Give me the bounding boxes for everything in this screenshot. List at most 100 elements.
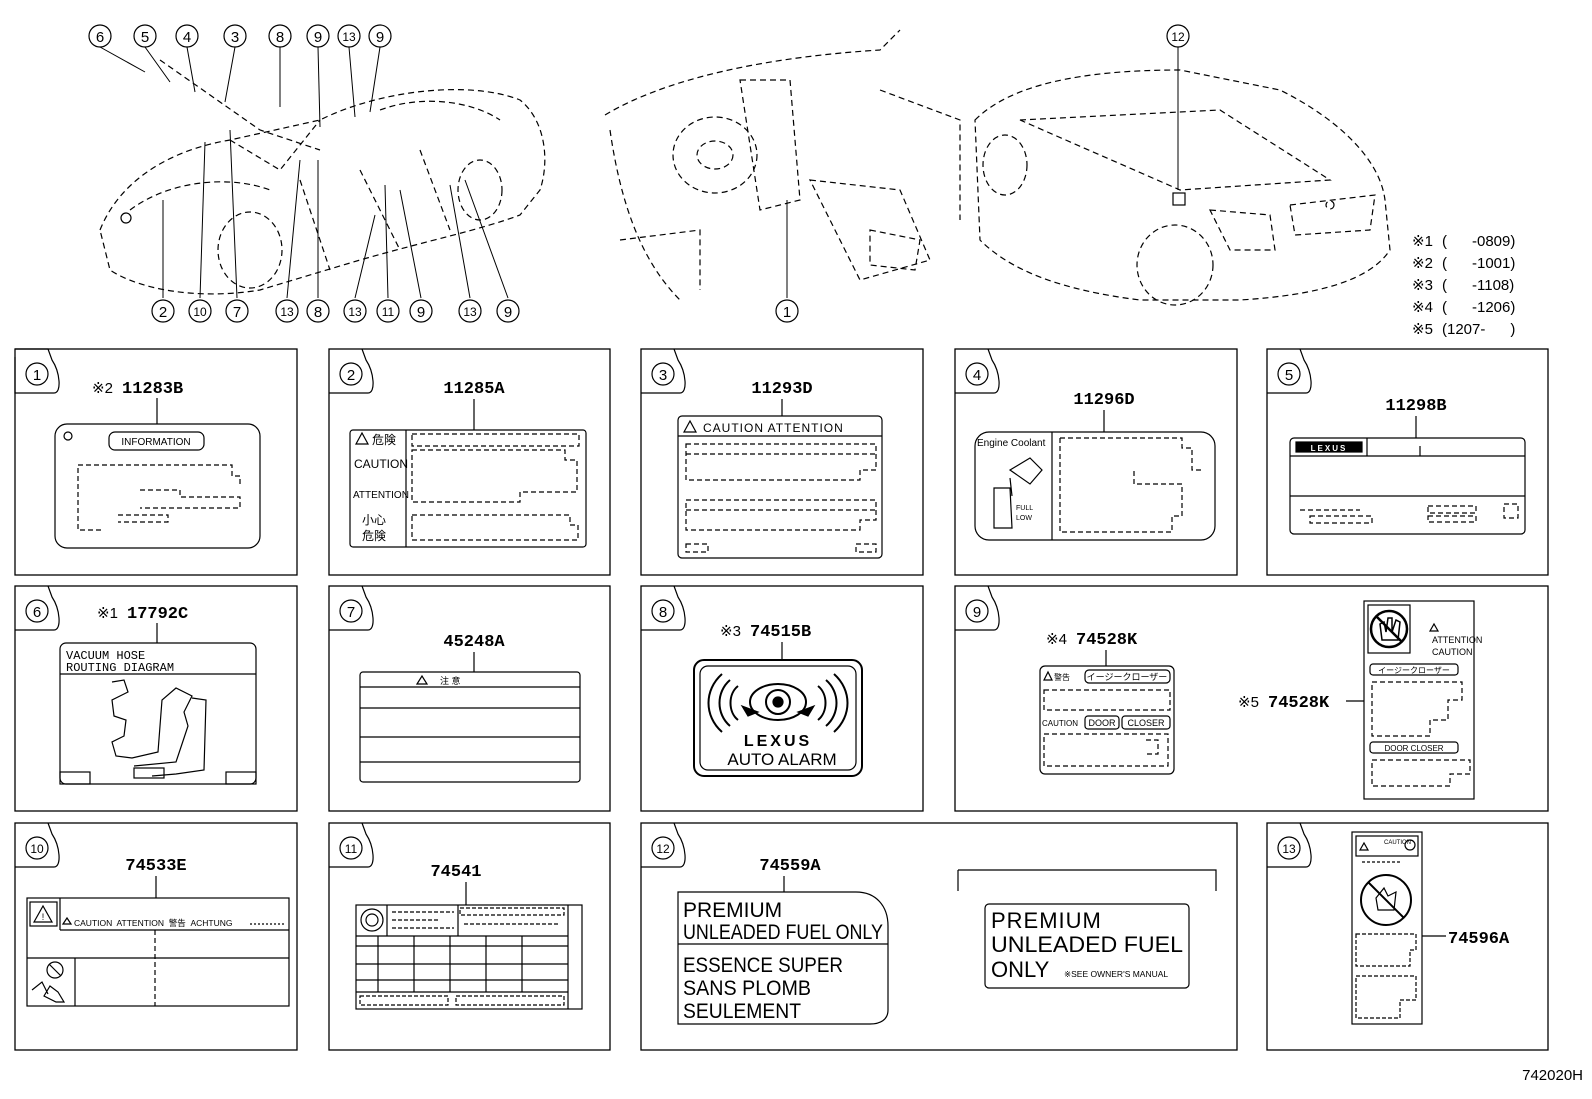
svg-text:※4: ※4 — [1412, 299, 1433, 316]
svg-text:4: 4 — [973, 367, 981, 384]
panel-5-label-11298B: 11298B LEXUS — [1289, 397, 1526, 535]
svg-text:CAUTION: CAUTION — [1384, 840, 1411, 846]
panel-9-label-74528K: ※4 74528K 警告 イージークローザー CAUTION DOOR CLOS… — [1039, 600, 1482, 800]
svg-text:9: 9 — [376, 29, 384, 46]
callout-3: 3 — [223, 24, 247, 48]
svg-text:ONLY: ONLY — [991, 957, 1050, 982]
svg-text:1: 1 — [783, 304, 791, 321]
svg-text:74533E: 74533E — [125, 857, 186, 876]
svg-text:PREMIUM: PREMIUM — [991, 908, 1102, 933]
svg-text:ROUTING DIAGRAM: ROUTING DIAGRAM — [66, 661, 174, 675]
car-rear-view — [974, 69, 1391, 306]
svg-text:13: 13 — [280, 305, 294, 319]
svg-text:CAUTION: CAUTION — [354, 457, 408, 471]
svg-text:小心: 小心 — [362, 513, 386, 527]
callout-4: 4 — [175, 24, 199, 48]
engine-hose-diagram-icon — [111, 679, 207, 779]
callout-13: 13 — [458, 299, 482, 323]
callout-8: 8 — [306, 299, 330, 323]
coolant-pouring-icon: FULL LOW — [993, 457, 1043, 529]
svg-text:危険: 危険 — [362, 529, 386, 543]
svg-text:ATTENTION: ATTENTION — [353, 490, 409, 501]
svg-text:( -0809): ( -0809) — [1442, 233, 1515, 250]
svg-text:( -1108): ( -1108) — [1442, 277, 1514, 294]
no-hand-icon — [1369, 609, 1409, 649]
badge-2: 2 — [329, 348, 374, 394]
callout-13: 13 — [275, 299, 299, 323]
svg-text:CAUTION ATTENTION: CAUTION ATTENTION — [703, 421, 844, 435]
svg-text:Engine Coolant: Engine Coolant — [977, 438, 1046, 449]
callout-7: 7 — [225, 299, 249, 323]
svg-text:危険: 危険 — [372, 433, 396, 447]
svg-text:74559A: 74559A — [759, 857, 821, 876]
badge-4: 4 — [955, 348, 1000, 394]
svg-text:注 意: 注 意 — [440, 675, 461, 686]
svg-text:7: 7 — [347, 604, 355, 621]
svg-text:(1207- ): (1207- ) — [1442, 321, 1515, 338]
badge-7: 7 — [329, 585, 374, 631]
svg-text:UNLEADED FUEL: UNLEADED FUEL — [991, 932, 1183, 957]
svg-text:3: 3 — [231, 29, 239, 46]
top-callouts: 6 5 4 3 8 9 13 9 2 10 7 13 8 13 11 9 13 … — [88, 24, 1190, 323]
panel-12-label-74559A: 74559A PREMIUM UNLEADED FUEL ONLY ESSENC… — [677, 857, 1217, 1025]
svg-text:11285A: 11285A — [443, 380, 505, 399]
callout-6: 6 — [88, 24, 112, 48]
no-sitting-icon — [1360, 874, 1412, 926]
callout-2: 2 — [151, 299, 175, 323]
badge-11: 11 — [329, 822, 374, 868]
svg-text:5: 5 — [141, 29, 149, 46]
svg-text:※2: ※2 — [92, 380, 113, 397]
callout-10: 10 — [188, 299, 212, 323]
tire-pressure-grid — [356, 905, 569, 1009]
svg-text:FULL: FULL — [1016, 505, 1033, 512]
callout-11: 11 — [376, 299, 400, 323]
svg-text:※3: ※3 — [720, 623, 741, 640]
svg-text:8: 8 — [314, 304, 322, 321]
no-child-icon — [31, 961, 66, 1003]
svg-text:( -1001): ( -1001) — [1442, 255, 1515, 272]
panel-1-label-11283B: ※2 11283B INFORMATION — [54, 380, 261, 549]
badge-3: 3 — [641, 348, 686, 394]
panel-13-label-74596A: CAUTION 74596A — [1351, 831, 1510, 1025]
svg-text:※4: ※4 — [1046, 631, 1067, 648]
svg-text:12: 12 — [1171, 30, 1185, 44]
panel-10-label-74533E: 74533E ! CAUTION ATTENTION 警告 ACHTUNG — [26, 857, 290, 1007]
svg-text:※SEE OWNER'S MANUAL: ※SEE OWNER'S MANUAL — [1064, 969, 1168, 979]
callout-9: 9 — [306, 24, 330, 48]
panel-11-label-74541: 74541 — [355, 863, 583, 1010]
svg-text:9: 9 — [417, 304, 425, 321]
svg-text:!: ! — [42, 912, 45, 922]
svg-text:LEXUS: LEXUS — [744, 733, 812, 750]
panel-frames — [14, 348, 1549, 1051]
svg-text:※2: ※2 — [1412, 255, 1433, 272]
svg-text:13: 13 — [1282, 842, 1296, 856]
svg-text:6: 6 — [96, 29, 104, 46]
date-legend: ※1( -0809) ※2( -1001) ※3( -1108) ※4( -12… — [1412, 233, 1515, 338]
car-interior-view — [604, 29, 961, 301]
svg-text:11283B: 11283B — [122, 380, 183, 399]
svg-text:13: 13 — [463, 305, 477, 319]
svg-text:8: 8 — [276, 29, 284, 46]
svg-text:LEXUS: LEXUS — [1311, 444, 1348, 453]
svg-text:DOOR CLOSER: DOOR CLOSER — [1384, 744, 1443, 753]
svg-text:74596A: 74596A — [1448, 930, 1510, 949]
callout-9: 9 — [409, 299, 433, 323]
svg-text:2: 2 — [159, 304, 167, 321]
callout-9: 9 — [368, 24, 392, 48]
svg-text:74515B: 74515B — [750, 623, 811, 642]
warning-triangle-icon: ! — [29, 901, 58, 927]
badge-1: 1 — [14, 348, 60, 394]
svg-text:※1: ※1 — [1412, 233, 1433, 250]
svg-text:74528K: 74528K — [1076, 631, 1138, 650]
callout-13: 13 — [337, 24, 361, 48]
svg-text:AUTO ALARM: AUTO ALARM — [727, 750, 836, 769]
callout-5: 5 — [133, 24, 157, 48]
svg-text:13: 13 — [348, 305, 362, 319]
svg-text:CAUTION: CAUTION — [1432, 647, 1473, 657]
svg-text:SEULEMENT: SEULEMENT — [683, 1000, 801, 1023]
badge-10: 10 — [15, 822, 60, 868]
callout-13: 13 — [343, 299, 367, 323]
svg-text:11: 11 — [382, 305, 395, 319]
svg-text:CAUTION: CAUTION — [1042, 719, 1078, 728]
